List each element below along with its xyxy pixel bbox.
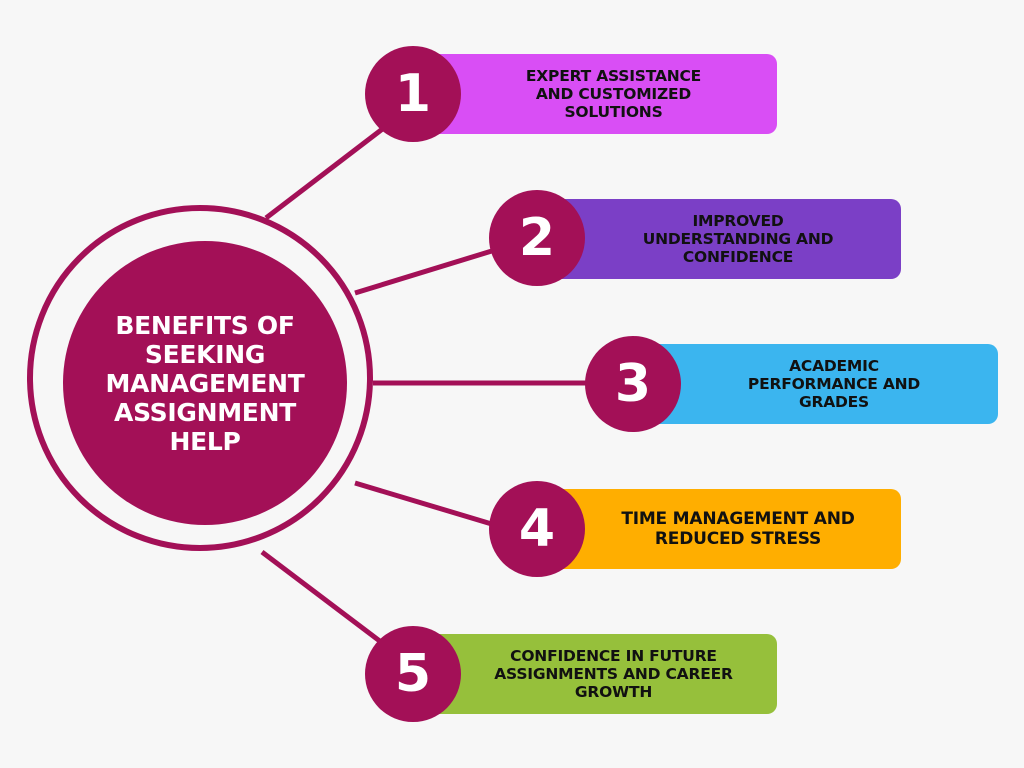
hub-outer-ring [27,205,373,551]
connector-1 [264,125,387,220]
benefit-label-1: EXPERT ASSISTANCE AND CUSTOMIZED SOLUTIO… [525,67,702,121]
benefit-card-4: TIME MANAGEMENT AND REDUCED STRESS [545,489,901,569]
benefit-card-1: EXPERT ASSISTANCE AND CUSTOMIZED SOLUTIO… [420,54,777,134]
benefit-label-2: IMPROVED UNDERSTANDING AND CONFIDENCE [642,212,834,266]
connector-2 [354,247,496,296]
benefit-card-5: CONFIDENCE IN FUTURE ASSIGNMENTS AND CAR… [420,634,777,714]
benefit-number-badge-5: 5 [365,626,461,722]
benefit-label-5: CONFIDENCE IN FUTURE ASSIGNMENTS AND CAR… [494,647,733,701]
benefit-card-3: ACADEMIC PERFORMANCE AND GRADES [640,344,998,424]
hub-title: BENEFITS OF SEEKING MANAGEMENT ASSIGNMEN… [105,310,305,456]
benefit-label-4: TIME MANAGEMENT AND REDUCED STRESS [621,509,855,549]
hub-circle: BENEFITS OF SEEKING MANAGEMENT ASSIGNMEN… [63,241,347,525]
connector-5 [260,550,387,647]
benefit-number-badge-4: 4 [489,481,585,577]
benefit-number-badge-3: 3 [585,336,681,432]
benefit-label-3: ACADEMIC PERFORMANCE AND GRADES [747,357,921,411]
benefit-card-2: IMPROVED UNDERSTANDING AND CONFIDENCE [545,199,901,279]
benefit-number-badge-1: 1 [365,46,461,142]
benefit-number-badge-2: 2 [489,190,585,286]
connector-4 [354,480,496,528]
